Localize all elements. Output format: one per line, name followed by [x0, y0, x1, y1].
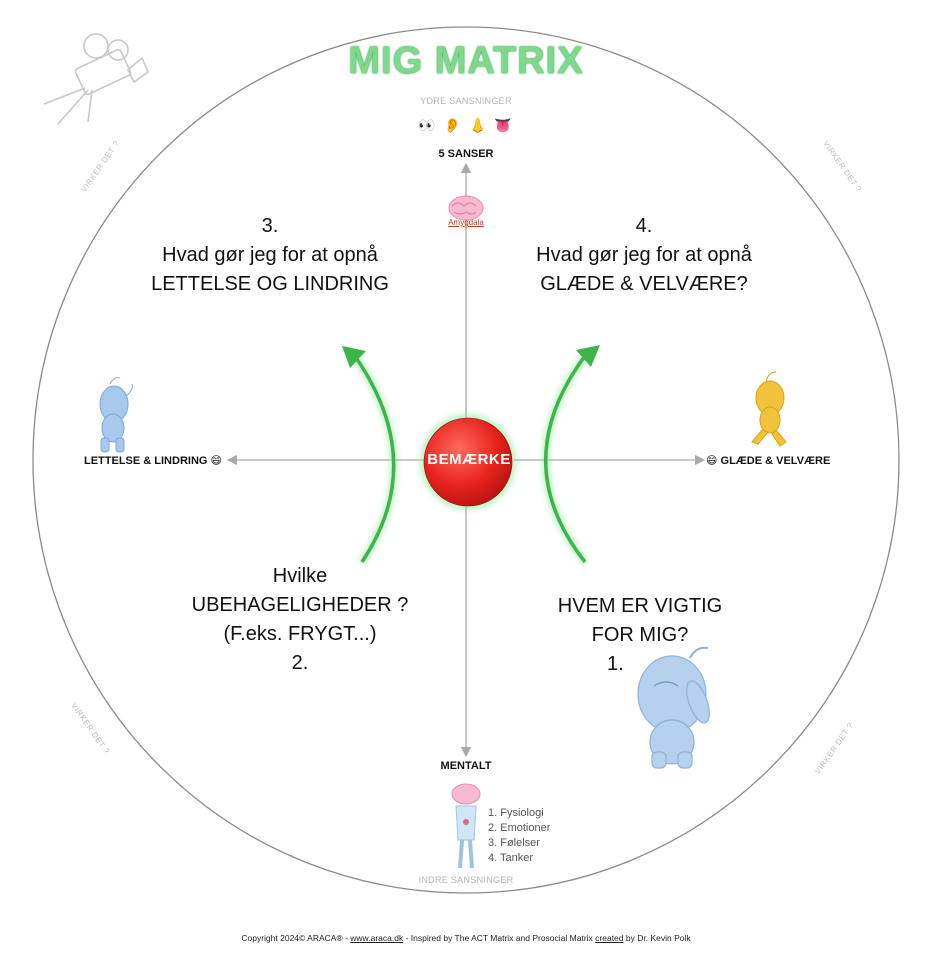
araca-link[interactable]: www.araca.dk: [350, 933, 404, 943]
quadrant-2-number: 2.: [291, 652, 309, 674]
quadrant-2-line3: (F.eks. FRYGT...): [223, 623, 377, 645]
right-green-arrow: [542, 345, 600, 565]
footer-suffix: - Inspired by The ACT Matrix and Prosoci…: [403, 933, 596, 943]
inner-senses-label: INDRE SANSNINGER: [418, 875, 514, 885]
amygdala-brain-icon: [448, 195, 484, 221]
footer-created: created: [595, 933, 624, 943]
quadrant-4-line1: Hvad gør jeg for at opnå: [536, 244, 752, 266]
body-brain-icon: [451, 783, 481, 869]
outer-senses-label: YDRE SANSNINGER: [420, 96, 512, 106]
senses-icons: 👀 👂 👃 👅: [418, 117, 514, 133]
list-item: 2. Emotioner: [488, 822, 551, 834]
quadrant-4-line2: GLÆDE & VELVÆRE?: [540, 273, 748, 295]
quadrant-2-text: Hvilke UBEHAGELIGHEDER ? (F.eks. FRYGT..…: [150, 562, 450, 678]
yellow-figure-right-icon: [751, 371, 787, 447]
outer-circle: [32, 26, 900, 894]
page-title: MIG MATRIX: [348, 40, 584, 82]
quadrant-2-line1: Hvilke: [272, 565, 328, 587]
quadrant-2-line2: UBEHAGELIGHEDER ?: [191, 594, 409, 616]
list-item: 4. Tanker: [488, 852, 534, 864]
quadrant-3-line2: LETTELSE OG LINDRING: [151, 273, 389, 295]
center-notice-label: BEMÆRKE: [427, 451, 511, 468]
left-green-arrow: [342, 346, 398, 564]
mental-label: MENTALT: [440, 760, 492, 772]
inner-senses-list: 1. Fysiologi 2. Emotioner 3. Følelser 4.…: [488, 806, 550, 866]
copyright-footer: Copyright 2024© ARACA® - www.araca.dk - …: [0, 933, 932, 943]
quadrant-3-number: 3.: [261, 215, 279, 237]
quadrant-3-line1: Hvad gør jeg for at opnå: [162, 244, 378, 266]
quadrant-4-number: 4.: [635, 215, 653, 237]
amygdala-label: Amygdala: [448, 218, 484, 227]
camera-icon: [43, 33, 149, 125]
quadrant-1-text: HVEM ER VIGTIG FOR MIG? 1.: [490, 592, 790, 679]
quadrant-3-text: 3. Hvad gør jeg for at opnå LETTELSE OG …: [120, 212, 420, 299]
list-item: 3. Følelser: [488, 837, 540, 849]
footer-prefix: Copyright 2024© ARACA® -: [241, 933, 351, 943]
list-item: 1. Fysiologi: [488, 807, 544, 819]
thinking-figure-icon: [637, 646, 710, 769]
quadrant-1-line1: HVEM ER VIGTIG: [557, 595, 723, 617]
quadrant-1-number: 1.: [607, 653, 624, 675]
footer-author: by Dr. Kevin Polk: [623, 933, 691, 943]
right-axis-label: 😄 GLÆDE & VELVÆRE: [706, 455, 831, 467]
quadrant-4-text: 4. Hvad gør jeg for at opnå GLÆDE & VELV…: [494, 212, 794, 299]
quadrant-1-line2: FOR MIG?: [591, 624, 689, 646]
center-ball: [423, 417, 513, 507]
left-axis-label: LETTELSE & LINDRING 😄: [84, 455, 222, 467]
five-senses-label: 5 SANSER: [438, 148, 494, 160]
blue-figure-left-icon: [99, 377, 133, 453]
